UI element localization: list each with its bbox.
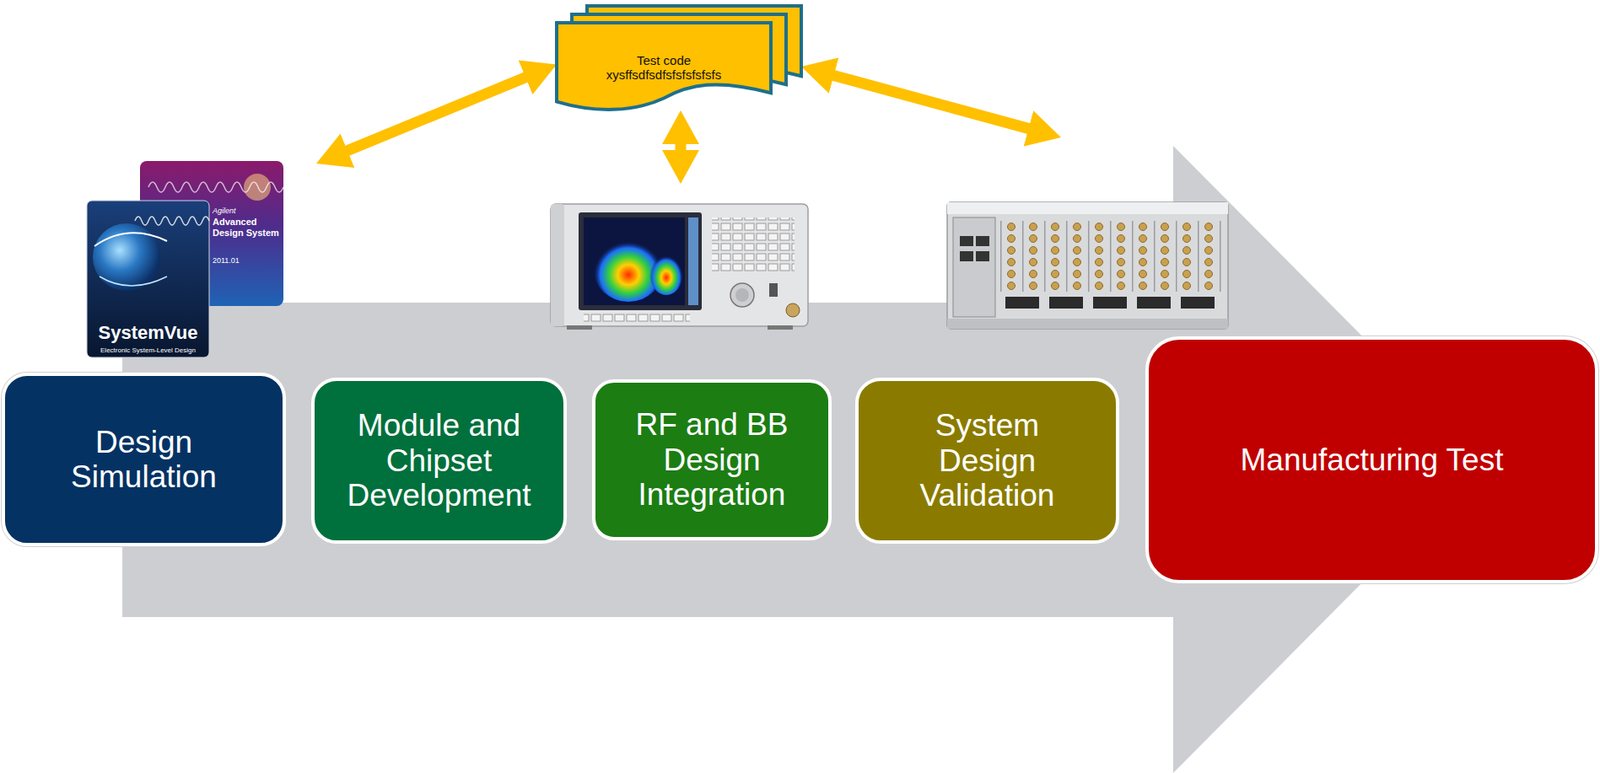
node-text: xysffsdfsdfsfsfsfsfsfs [556, 67, 771, 82]
product-label: Advanced Design System [212, 216, 282, 238]
stage-box: System Design Validation [855, 377, 1120, 545]
screen-bezel [578, 212, 702, 311]
stage-box: Manufacturing Test [1145, 336, 1599, 584]
orbit-arc [94, 232, 168, 247]
product-label: 2011.01 [212, 256, 282, 265]
product-label: Electronic System-Level Design [86, 346, 210, 355]
waveform [148, 182, 284, 193]
software-box [86, 200, 210, 358]
product-label: Agilent [212, 206, 282, 216]
stage-box: Design Simulation [1, 372, 286, 547]
spectrum-display [649, 251, 684, 296]
controller-module [953, 217, 996, 318]
button-row [583, 313, 690, 324]
node-text: RF and BB Design Integration [612, 407, 812, 512]
double-arrow [825, 73, 1037, 131]
module-latches [1000, 295, 1222, 311]
rotary-knob [735, 288, 749, 302]
node-text: System Design Validation [892, 408, 1083, 513]
waveform [134, 216, 210, 226]
chassis-base [947, 318, 1229, 329]
port [975, 251, 990, 262]
port [975, 236, 990, 247]
node-text: Module and Chipset Development [331, 408, 547, 513]
node-text: Test code [556, 53, 771, 68]
stage-box: Module and Chipset Development [311, 377, 567, 545]
double-arrow [339, 74, 534, 155]
double-arrow [675, 135, 687, 159]
rf-connector [786, 303, 800, 318]
usb-port [769, 283, 778, 297]
node-text: Manufacturing Test [1240, 442, 1504, 478]
document-sheet [556, 22, 771, 110]
analyzer-handle [550, 204, 565, 327]
analyzer-foot [566, 325, 593, 330]
analyzer-screen [583, 217, 685, 306]
pxi-chassis [947, 202, 1229, 329]
softkey-column [688, 217, 699, 306]
port [959, 251, 974, 262]
rotary-knob [730, 283, 755, 308]
analyzer-foot [767, 325, 793, 330]
node-text: Design Simulation [30, 425, 258, 496]
keypad [711, 217, 795, 274]
stage-box: RF and BB Design Integration [592, 379, 832, 541]
instrument-modules [1000, 220, 1222, 292]
chassis-top-strip [947, 202, 1229, 215]
port [959, 236, 974, 247]
orbit-arc [99, 276, 168, 286]
document-stack: Test codexysffsdfsdfsfsfsfsfsfs [556, 22, 771, 111]
product-label: SystemVue [86, 322, 210, 344]
analyzer-body [550, 204, 809, 327]
